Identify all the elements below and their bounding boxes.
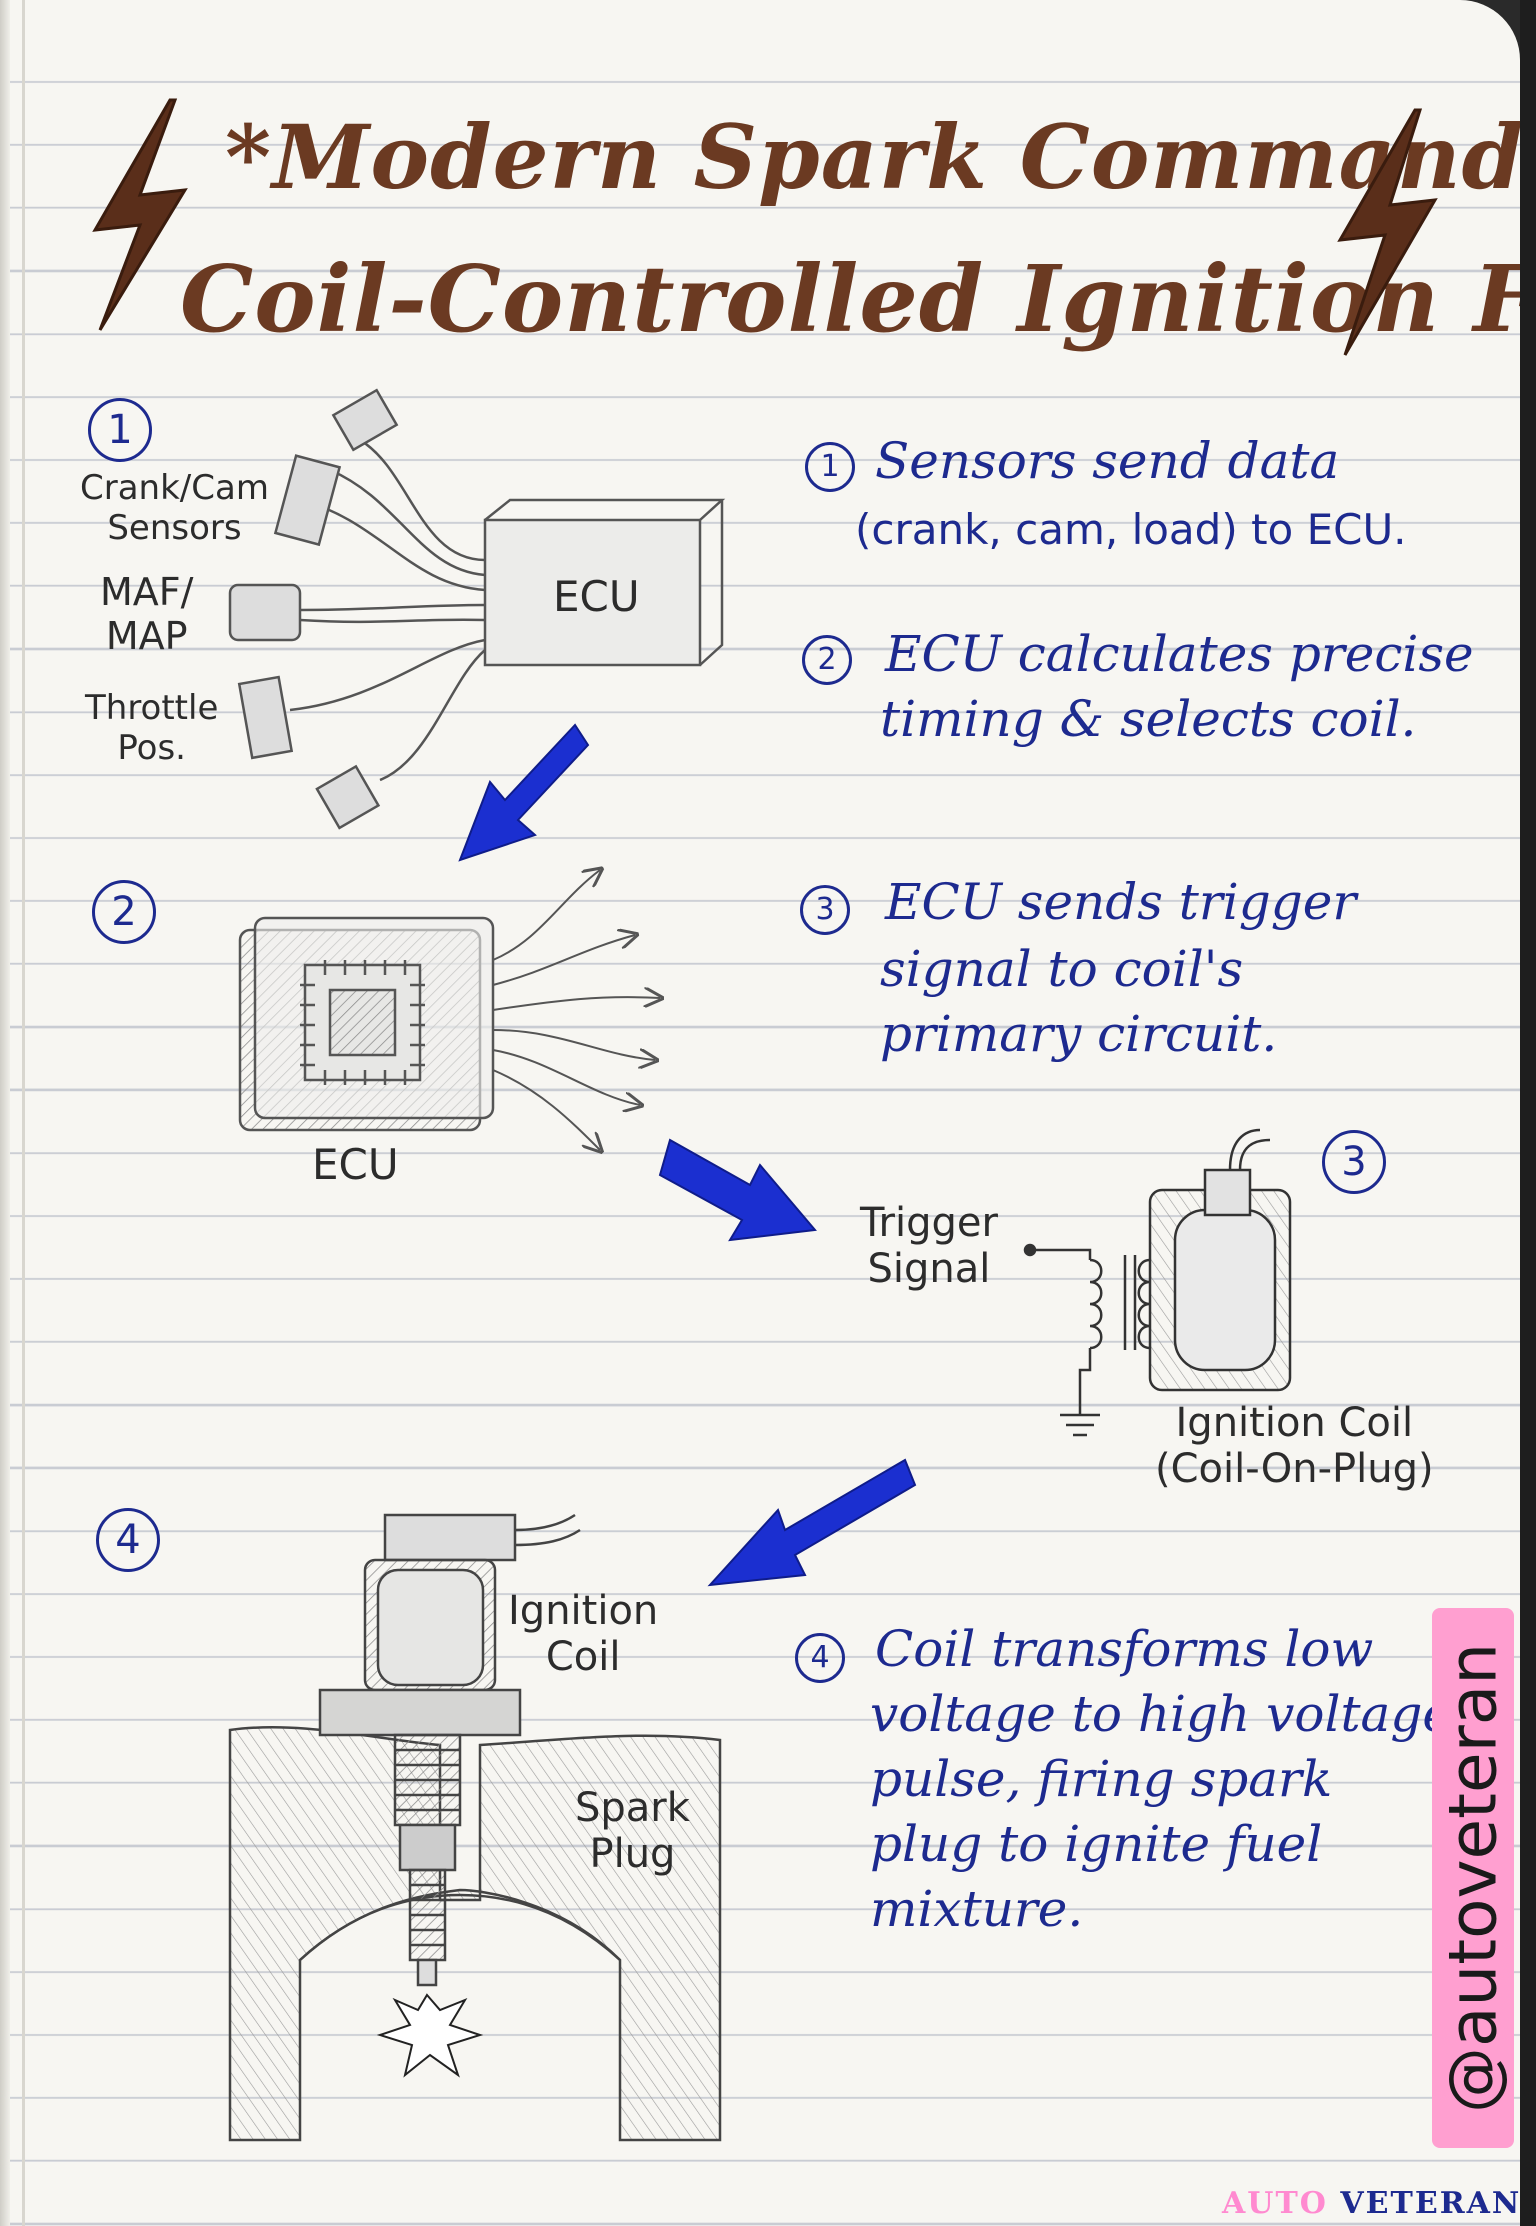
handle-text: @autoveteran [1434, 1642, 1512, 2114]
footer-word-2: VETERAN [1340, 2186, 1520, 2221]
label-ecu-chip: ECU [312, 1140, 399, 1189]
label-maf-map: MAF/MAP [100, 570, 194, 658]
spark-icon [376, 1993, 484, 2078]
step-4-line-1: Coil transforms low [875, 1620, 1374, 1678]
step-4-line-3: pulse, firing spark [870, 1750, 1333, 1808]
notebook-spine [0, 0, 10, 2226]
step-3-line-2: signal to coil's [880, 940, 1244, 998]
step-4-line-4: plug to ignite fuel [870, 1815, 1323, 1873]
handle-badge [1432, 1608, 1514, 2148]
title-line-1: *Modern Spark Command: [225, 105, 1520, 209]
step-3-line-1: ECU sends trigger [885, 873, 1357, 931]
step-1-line-2: (crank, cam, load) to ECU. [855, 505, 1407, 554]
step-4-line-5: mixture. [870, 1880, 1084, 1938]
flow-arrow-2 [658, 1138, 817, 1242]
flow-arrow-3 [707, 1458, 917, 1587]
lightning-bolt-icon-right [1337, 108, 1438, 356]
notebook-cover-edge [1520, 0, 1536, 2226]
coil-on-plug-sketch [228, 1513, 722, 2142]
margin-line [22, 0, 25, 2226]
step-number-2: 2 [92, 880, 156, 944]
title-line-2: Coil-Controlled Ignition Flow* [180, 245, 1520, 353]
ground-symbol-icon [1060, 1413, 1100, 1437]
sensor-ecu-sketch [228, 388, 726, 830]
lightning-bolt-icon-left [92, 98, 188, 331]
step-2-badge: 2 [802, 635, 852, 685]
step-number-1: 1 [88, 398, 152, 462]
step-1-badge: 1 [805, 442, 855, 492]
coil-schematic [1023, 1128, 1292, 1437]
step-4-badge: 4 [795, 1633, 845, 1683]
handle-badge-text: @autoveteran [1432, 1608, 1514, 2148]
step-number-3: 3 [1322, 1130, 1386, 1194]
step-3-badge: 3 [800, 885, 850, 935]
label-ignition-coil: Ignition Coil(Coil-On-Plug) [1155, 1400, 1434, 1492]
footer-watermark: AUTO VETERAN [1222, 2186, 1520, 2221]
label-ecu-box: ECU [553, 572, 640, 621]
flow-arrow-1 [458, 723, 590, 862]
ecu-chip-sketch [238, 870, 660, 1150]
step-4-line-2: voltage to high voltage [870, 1685, 1452, 1743]
step-3-line-3: primary circuit. [880, 1005, 1278, 1063]
step-2-line-1: ECU calculates precise [885, 625, 1474, 683]
microchip-icon [300, 960, 425, 1085]
step-1-line-1: Sensors send data [875, 432, 1340, 490]
footer-word-1: AUTO [1222, 2186, 1328, 2221]
step-number-4: 4 [96, 1508, 160, 1572]
step-2-line-2: timing & selects coil. [880, 690, 1417, 748]
